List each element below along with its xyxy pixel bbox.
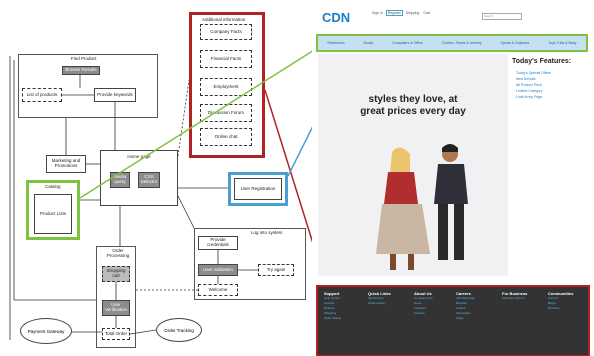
footer-col-about: About Us Company Info News Investors Car… <box>414 291 433 316</box>
footer-link[interactable]: Investors <box>414 306 427 310</box>
footer-link[interactable]: Order History <box>368 301 386 305</box>
site-topnav: Sign in Register Shipping Cart <box>372 10 430 16</box>
footer-col-communities: Communities Forums Blogs Reviews <box>548 291 573 311</box>
topnav-register[interactable]: Register <box>385 10 403 16</box>
features-list: Today's Special Offers New Arrivals All … <box>516 70 551 100</box>
footer-link[interactable]: Culture <box>456 306 466 310</box>
footer-col-title: Support <box>324 291 340 296</box>
website-screenshot: CDN Sign in Register Shipping Cart Searc… <box>312 2 594 356</box>
browse-results-box: Browse Results <box>62 66 100 75</box>
footer-col-title: Communities <box>548 291 574 296</box>
marketing-box: Marketing and Promotions <box>46 155 86 173</box>
footer-link[interactable]: Company Info <box>414 296 433 300</box>
welcome-box: Welcome <box>198 284 238 296</box>
footer-link[interactable]: Forums <box>548 296 559 300</box>
feature-link[interactable]: Limit Arrivy Page <box>516 95 543 99</box>
footer-link[interactable]: News <box>414 301 422 305</box>
footer-link[interactable]: Order Status <box>324 316 342 320</box>
feature-link[interactable]: New Arrivals <box>516 77 536 81</box>
catalog-title: Catalog <box>45 184 61 189</box>
footer-link[interactable]: Blogs <box>548 301 556 305</box>
feature-link[interactable]: Limited Category <box>516 89 543 93</box>
user-registration-box: User Registration <box>234 178 282 200</box>
footer-col-title: About Us <box>414 291 432 296</box>
hero-headline-2: great prices every day <box>360 106 466 117</box>
topnav-cart[interactable]: Cart <box>423 11 430 15</box>
provide-keywords-box: Provide keywords <box>94 88 136 102</box>
additional-item: Discussion Forum <box>200 104 252 122</box>
footer-link[interactable]: Job Openings <box>456 296 475 300</box>
login-title: Log into system <box>251 230 283 235</box>
hero-models-image <box>376 144 468 270</box>
total-order-box: Total Order <box>102 328 130 340</box>
find-product-group: Find Product <box>18 54 158 118</box>
additional-info-title: Additional information <box>202 17 246 22</box>
additional-item: Employment <box>200 78 252 96</box>
footer-col-title: Careers <box>456 291 471 296</box>
ordering-group: Order Processing <box>96 246 136 348</box>
footer-col-careers: Careers Job Openings Benefits Culture In… <box>456 291 475 321</box>
topnav-signin[interactable]: Sign in <box>372 11 383 15</box>
additional-item: Financial Facts <box>200 50 252 68</box>
footer-link[interactable]: Help Center <box>324 296 341 300</box>
additional-item: Company Facts <box>200 24 252 40</box>
footer-link[interactable]: Benefits <box>456 301 467 305</box>
try-again-box: Try again <box>258 264 294 276</box>
footer-col-title: Quick Links <box>368 291 391 296</box>
site-footer: Support Help Center Contact Returns Ship… <box>316 285 590 356</box>
feature-link[interactable]: Today's Special Offers <box>516 71 551 75</box>
shopping-cart-box: Shopping cart <box>102 266 130 282</box>
footer-col-support: Support Help Center Contact Returns Ship… <box>324 291 341 321</box>
category-bar: Electronics Books Computers & Office Clo… <box>316 34 588 52</box>
footer-link[interactable]: Shipping <box>324 311 336 315</box>
features-title: Today's Features: <box>512 58 572 65</box>
find-product-title: Find Product <box>71 56 97 61</box>
media-query-box: Media query <box>110 172 130 188</box>
category-link[interactable]: Books <box>363 41 374 45</box>
footer-link[interactable]: My Account <box>368 296 384 300</box>
category-link[interactable]: Sports & Outdoors <box>500 41 530 45</box>
footer-link[interactable]: Careers <box>414 311 425 315</box>
footer-link[interactable]: Returns <box>324 306 335 310</box>
footer-link[interactable]: Contact <box>324 301 335 305</box>
payment-gateway-cloud: Payment Gateway <box>20 318 72 344</box>
homepage-label: Home page <box>127 154 151 159</box>
css-selector-box: CSS Selector <box>138 172 160 188</box>
footer-link[interactable]: Reviews <box>548 306 560 310</box>
footer-col-quicklinks: Quick Links My Account Order History <box>368 291 391 306</box>
category-link[interactable]: Toys, Kids & Baby <box>548 41 577 45</box>
hero-banner[interactable]: styles they love, at great prices every … <box>318 54 508 276</box>
footer-link[interactable]: Advertise with us <box>502 296 525 300</box>
hero-headline-1: styles they love, at <box>368 94 458 105</box>
list-of-products-box: List of products <box>22 88 62 102</box>
footer-col-title: For Business <box>502 291 528 296</box>
category-link[interactable]: Computers & Office <box>392 41 423 45</box>
category-link[interactable]: Clothes, Shoes & Jewelry <box>441 41 482 45</box>
footer-col-business: For Business Advertise with us <box>502 291 527 301</box>
category-link[interactable]: Electronics <box>327 41 345 45</box>
site-search-input[interactable]: Search <box>482 13 522 20</box>
footer-link[interactable]: Apply <box>456 316 464 320</box>
topnav-shipping[interactable]: Shipping <box>405 11 420 15</box>
ordering-title: Order Processing <box>106 248 130 258</box>
user-verification-box: User Verification <box>102 300 130 316</box>
footer-link[interactable]: Internships <box>456 311 471 315</box>
order-tracking-cloud: Order Tracking <box>156 318 202 342</box>
user-validation-box: User validation <box>198 264 238 276</box>
product-lists-box: Product Lists <box>34 194 72 234</box>
additional-item: Online chat <box>200 128 252 146</box>
feature-link[interactable]: All Product Price <box>516 83 542 87</box>
provide-credentials-box: Provide credentials <box>198 236 238 250</box>
site-logo[interactable]: CDN <box>322 10 351 25</box>
